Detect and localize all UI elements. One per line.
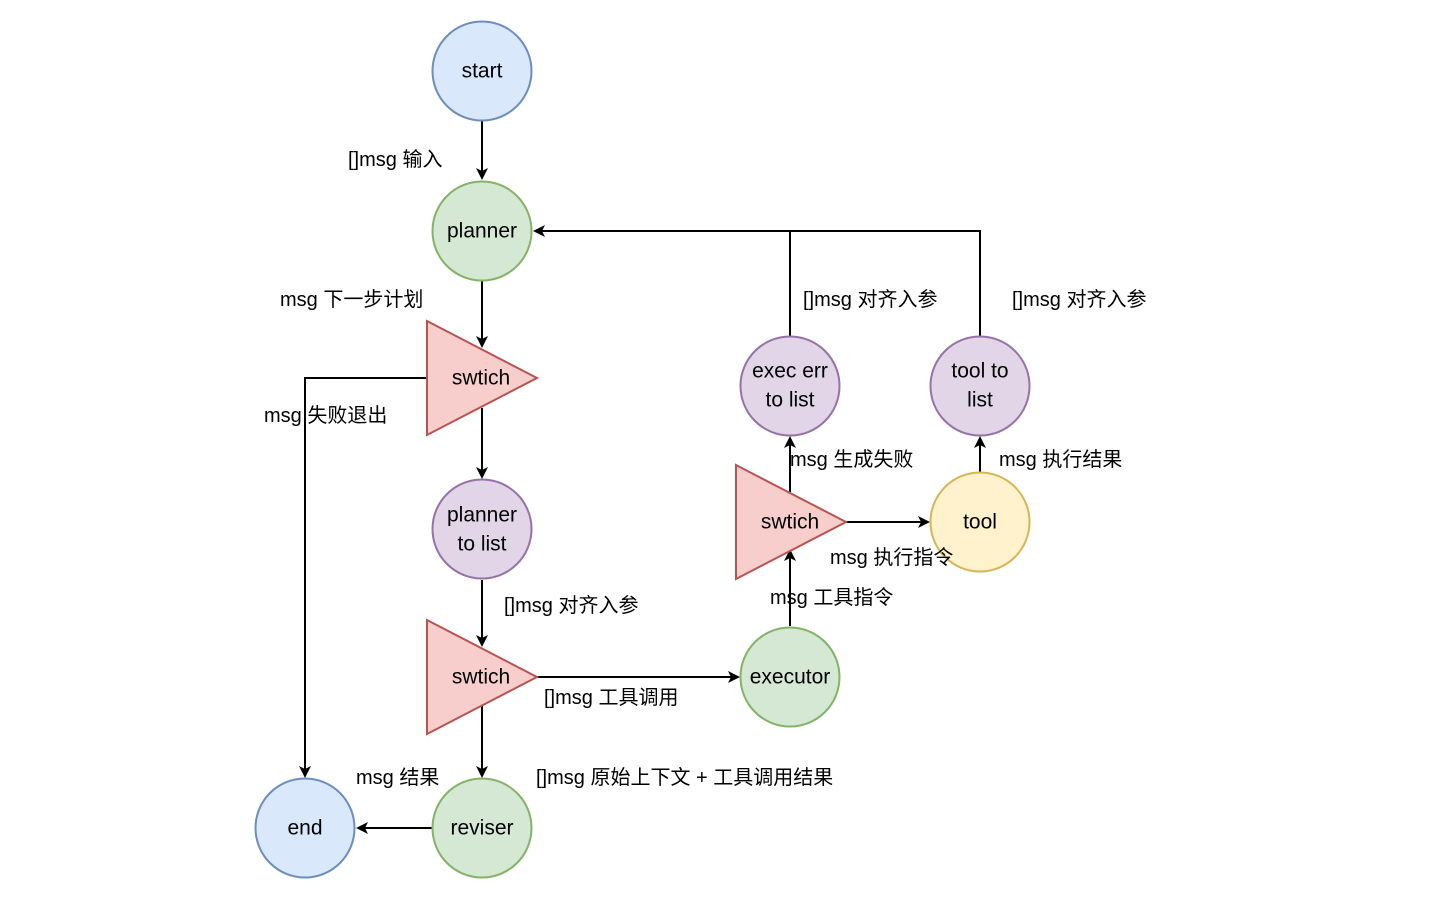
node-switch-2[interactable]: swtich (426, 618, 540, 736)
node-executor-label: executor (750, 666, 831, 689)
node-switch-1-label: swtich (452, 367, 510, 390)
node-planner[interactable]: planner (431, 180, 533, 282)
node-tool-to-list-label-line2: list (967, 389, 993, 412)
edge-label-switch3-execerr: msg 生成失败 (790, 448, 913, 471)
edge-label-executor-switch3: msg 工具指令 (770, 586, 893, 609)
edge-label-tool-tooltolist: msg 执行结果 (999, 448, 1122, 471)
nodes: start planner swtich planner to list swt… (254, 20, 1031, 879)
node-tool[interactable]: tool (929, 471, 1031, 573)
node-reviser[interactable]: reviser (431, 777, 533, 879)
node-exec-err-to-list[interactable]: exec err to list (739, 335, 841, 437)
node-executor[interactable]: executor (739, 626, 841, 728)
edge-execerr-planner (533, 225, 791, 336)
node-planner-to-list-label-line1: planner (447, 504, 517, 527)
edge-label-start-planner: []msg 输入 (348, 148, 442, 171)
node-end-label: end (287, 817, 322, 840)
node-switch-3-label: swtich (761, 511, 819, 534)
node-planner-to-list-label-line2: to list (457, 533, 506, 556)
edges (299, 121, 986, 834)
node-switch-2-label: swtich (452, 666, 510, 689)
node-start-label: start (462, 60, 503, 83)
node-start[interactable]: start (431, 20, 533, 122)
node-exec-err-to-list-label-line2: to list (765, 389, 814, 412)
node-tool-label: tool (963, 511, 997, 534)
edge-label-plannertolist-switch2: []msg 对齐入参 (504, 594, 638, 617)
edge-tooltolist-planner (790, 230, 981, 336)
edge-label-execerr-planner: []msg 对齐入参 (803, 288, 937, 311)
edge-labels: []msg 输入 msg 下一步计划 msg 失败退出 []msg 对齐入参 [… (264, 148, 1146, 789)
edge-label-tooltolist-planner: []msg 对齐入参 (1012, 288, 1146, 311)
node-planner-to-list[interactable]: planner to list (431, 478, 533, 580)
node-tool-to-list[interactable]: tool to list (929, 335, 1031, 437)
edge-switch1-end (299, 377, 427, 778)
edge-label-switch2-executor: []msg 工具调用 (544, 686, 678, 709)
edge-label-switch1-end: msg 失败退出 (264, 404, 387, 427)
node-planner-label: planner (447, 220, 517, 243)
node-switch-3[interactable]: swtich (735, 463, 849, 581)
edge-label-reviser-end: msg 结果 (356, 766, 439, 789)
edge-label-switch3-tool: msg 执行指令 (830, 546, 953, 569)
node-reviser-label: reviser (450, 817, 513, 840)
node-tool-to-list-label-line1: tool to (951, 360, 1008, 383)
edge-label-switch2-reviser: []msg 原始上下文 + 工具调用结果 (536, 766, 833, 789)
edge-label-planner-switch1: msg 下一步计划 (280, 288, 423, 311)
node-switch-1[interactable]: swtich (426, 319, 540, 437)
node-end[interactable]: end (254, 777, 356, 879)
node-exec-err-to-list-label-line1: exec err (752, 360, 828, 383)
